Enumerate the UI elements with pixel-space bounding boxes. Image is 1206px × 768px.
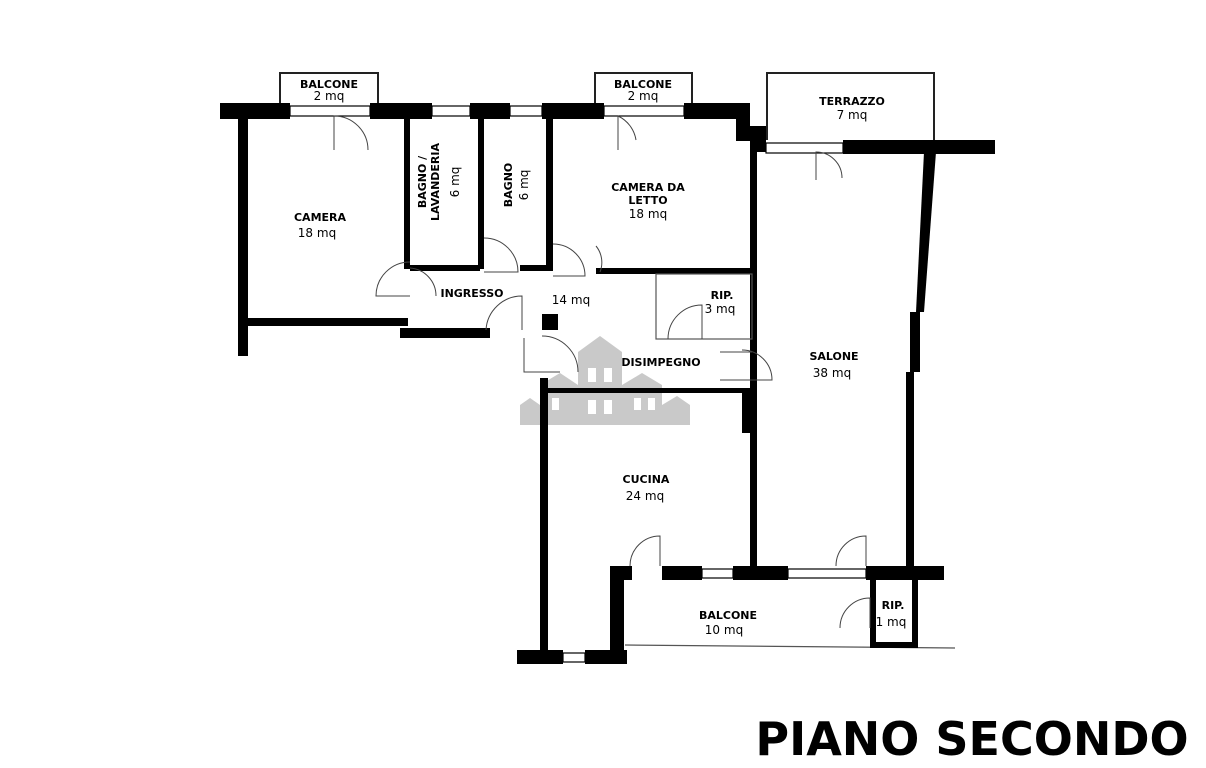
room-area: 6 mq <box>517 170 531 201</box>
room-balcone-camera: BALCONE 2 mq <box>300 78 358 103</box>
room-balcone-letto: BALCONE 2 mq <box>614 78 672 103</box>
room-name: TERRAZZO <box>819 95 885 108</box>
room-area: 1 mq <box>876 615 907 629</box>
room-name: RIP. <box>711 289 734 302</box>
room-name: SALONE <box>809 350 858 363</box>
room-ingresso: INGRESSO 14 mq <box>440 287 590 307</box>
floor-title: PIANO SECONDO <box>755 712 1188 766</box>
room-name: INGRESSO <box>440 287 503 300</box>
room-area: 2 mq <box>314 89 345 103</box>
room-name-line1: CAMERA DA <box>611 181 685 194</box>
room-name: BAGNO <box>502 163 515 207</box>
room-name-line1: BAGNO / <box>416 155 429 208</box>
room-ripostiglio-2: RIP. 1 mq <box>876 599 907 629</box>
room-name: BALCONE <box>699 609 757 622</box>
room-area: 18 mq <box>298 226 336 240</box>
room-name-line2: LETTO <box>628 194 667 207</box>
room-area: 18 mq <box>629 207 667 221</box>
room-salone: SALONE 38 mq <box>809 350 858 380</box>
windows <box>289 105 867 663</box>
room-bagno-lavanderia: BAGNO / LAVANDERIA 6 mq <box>416 143 462 221</box>
room-balcone-cucina: BALCONE 10 mq <box>699 609 757 637</box>
room-area: 10 mq <box>705 623 743 637</box>
room-area: 2 mq <box>628 89 659 103</box>
room-bagno: BAGNO 6 mq <box>502 163 531 207</box>
room-ripostiglio-1: RIP. 3 mq <box>705 289 736 316</box>
room-name: CAMERA <box>294 211 347 224</box>
room-area: 24 mq <box>626 489 664 503</box>
doors <box>333 115 871 629</box>
room-name-line2: LAVANDERIA <box>429 143 442 221</box>
room-name: CUCINA <box>623 473 670 486</box>
room-terrazzo: TERRAZZO 7 mq <box>819 95 885 122</box>
room-camera: CAMERA 18 mq <box>294 211 347 240</box>
room-area: 6 mq <box>448 167 462 198</box>
walls <box>220 103 995 664</box>
room-area: 3 mq <box>705 302 736 316</box>
room-name: BALCONE <box>300 78 358 91</box>
room-area: 14 mq <box>552 293 590 307</box>
room-name: RIP. <box>882 599 905 612</box>
room-name: DISIMPEGNO <box>621 356 700 369</box>
room-name: BALCONE <box>614 78 672 91</box>
room-area: 7 mq <box>837 108 868 122</box>
room-camera-da-letto: CAMERA DA LETTO 18 mq <box>611 181 685 221</box>
room-disimpegno: DISIMPEGNO <box>621 356 700 369</box>
room-area: 38 mq <box>813 366 851 380</box>
room-cucina: CUCINA 24 mq <box>623 473 670 503</box>
watermark-logo <box>520 336 690 425</box>
